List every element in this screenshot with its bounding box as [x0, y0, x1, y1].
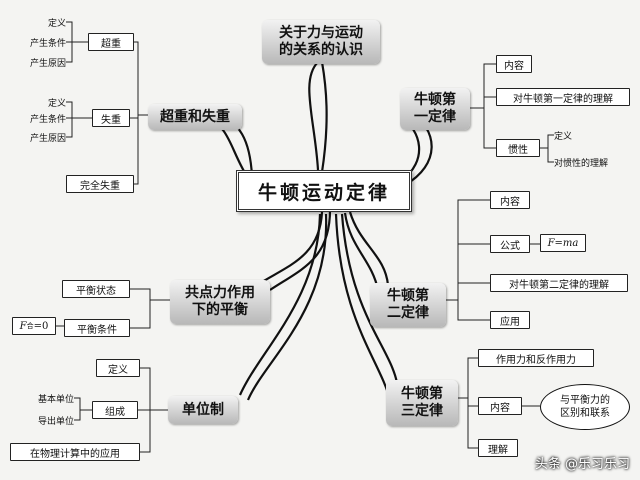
- node-label: 定义: [554, 131, 573, 142]
- oval-line-2: 区别和联系: [560, 408, 610, 419]
- node-label: 产生条件: [29, 38, 66, 49]
- node-law2-formula-value: F=ma: [540, 234, 586, 252]
- node-law2-formula[interactable]: 公式: [490, 235, 530, 253]
- node-law3-content[interactable]: 内容: [478, 397, 522, 415]
- node-label: 导出单位: [37, 416, 74, 427]
- node-action-reaction[interactable]: 作用力和反作用力: [478, 349, 594, 367]
- node-label: 平衡状态: [76, 285, 116, 297]
- node-weightlessness-definition: 定义: [10, 95, 66, 109]
- node-overweight-definition: 定义: [10, 15, 66, 29]
- node-label: 平衡条件: [77, 324, 117, 336]
- node-label: 产生原因: [29, 133, 66, 144]
- node-overweight[interactable]: 超重: [88, 33, 134, 51]
- node-label: 对惯性的理解: [554, 158, 609, 169]
- formula-f: F: [19, 320, 27, 332]
- node-unit-application[interactable]: 在物理计算中的应用: [10, 443, 140, 461]
- node-label: 对牛顿第一定律的理解: [513, 93, 613, 105]
- node-label: 惯性: [508, 144, 528, 156]
- node-label: 作用力和反作用力: [496, 354, 576, 366]
- node-equilibrium-condition[interactable]: 平衡条件: [64, 319, 130, 337]
- node-law2-content[interactable]: 内容: [490, 191, 530, 209]
- node-equilibrium-state[interactable]: 平衡状态: [62, 280, 130, 298]
- topic-line-2: 下的平衡: [192, 302, 248, 318]
- node-label: 组成: [105, 406, 125, 418]
- node-balance-force-comparison[interactable]: 与平衡力的 区别和联系: [540, 384, 630, 430]
- topic-newton-third-law[interactable]: 牛顿第 三定律: [386, 380, 458, 426]
- topic-line-1: 关于力与运动: [279, 25, 363, 41]
- topic-label: 超重和失重: [160, 108, 230, 125]
- node-label: 完全失重: [80, 180, 120, 192]
- node-base-units: 基本单位: [14, 391, 74, 405]
- topic-line-1: 牛顿第: [414, 92, 456, 108]
- node-derived-units: 导出单位: [14, 413, 74, 427]
- topic-equilibrium[interactable]: 共点力作用 下的平衡: [170, 280, 270, 324]
- root-topic[interactable]: 牛顿运动定律: [236, 170, 412, 212]
- oval-line-1: 与平衡力的: [560, 395, 610, 406]
- node-label: 内容: [504, 60, 524, 72]
- formula-text: F=ma: [547, 237, 579, 249]
- node-label: 内容: [490, 402, 510, 414]
- node-label: 产生条件: [29, 114, 66, 125]
- formula-subscript: 合: [26, 322, 34, 330]
- node-label: 失重: [101, 114, 121, 126]
- node-unit-composition[interactable]: 组成: [92, 401, 138, 419]
- node-label: 定义: [47, 18, 66, 29]
- node-complete-weightlessness[interactable]: 完全失重: [66, 175, 134, 193]
- node-overweight-conditions: 产生条件: [10, 35, 66, 49]
- topic-unit-system[interactable]: 单位制: [168, 396, 238, 424]
- node-overweight-causes: 产生原因: [10, 55, 66, 69]
- node-label: 对牛顿第二定律的理解: [509, 279, 609, 291]
- node-label: 公式: [500, 240, 520, 252]
- topic-line-1: 共点力作用: [185, 285, 255, 301]
- watermark: 头条 @乐习乐习: [534, 457, 630, 472]
- node-label: 基本单位: [37, 394, 74, 405]
- topic-newton-second-law[interactable]: 牛顿第 二定律: [370, 283, 446, 327]
- topic-line-2: 一定律: [414, 109, 456, 125]
- topic-force-motion-relation[interactable]: 关于力与运动 的关系的认识: [262, 20, 380, 64]
- node-law2-understanding[interactable]: 对牛顿第二定律的理解: [490, 274, 628, 292]
- node-label: 在物理计算中的应用: [30, 448, 120, 460]
- node-law1-understanding[interactable]: 对牛顿第一定律的理解: [496, 88, 630, 106]
- topic-line-1: 牛顿第: [387, 288, 429, 304]
- node-label: 定义: [47, 98, 66, 109]
- node-law3-understanding[interactable]: 理解: [478, 439, 518, 457]
- topic-overweight-weightlessness[interactable]: 超重和失重: [148, 104, 242, 130]
- topic-label: 单位制: [182, 401, 224, 418]
- topic-newton-first-law[interactable]: 牛顿第 一定律: [400, 88, 470, 130]
- topic-line-1: 牛顿第: [401, 386, 443, 402]
- node-unit-definition[interactable]: 定义: [96, 359, 140, 377]
- node-law1-content[interactable]: 内容: [496, 55, 532, 73]
- node-inertia-understanding: 对惯性的理解: [554, 155, 634, 169]
- node-weightlessness[interactable]: 失重: [92, 109, 130, 127]
- node-inertia-definition: 定义: [554, 128, 584, 142]
- node-label: 内容: [500, 196, 520, 208]
- node-weightlessness-conditions: 产生条件: [10, 111, 66, 125]
- node-label: 理解: [488, 444, 508, 456]
- node-label: 应用: [500, 316, 520, 328]
- node-label: 超重: [101, 38, 121, 50]
- node-weightlessness-causes: 产生原因: [10, 130, 66, 144]
- node-inertia[interactable]: 惯性: [496, 139, 540, 157]
- topic-line-2: 三定律: [401, 403, 443, 419]
- formula-rest: =0: [33, 320, 49, 332]
- node-label: 定义: [108, 364, 128, 376]
- root-label: 牛顿运动定律: [257, 181, 390, 204]
- topic-line-2: 二定律: [387, 305, 429, 321]
- topic-line-2: 的关系的认识: [279, 42, 363, 58]
- node-label: 产生原因: [29, 58, 66, 69]
- node-law2-application[interactable]: 应用: [490, 311, 530, 329]
